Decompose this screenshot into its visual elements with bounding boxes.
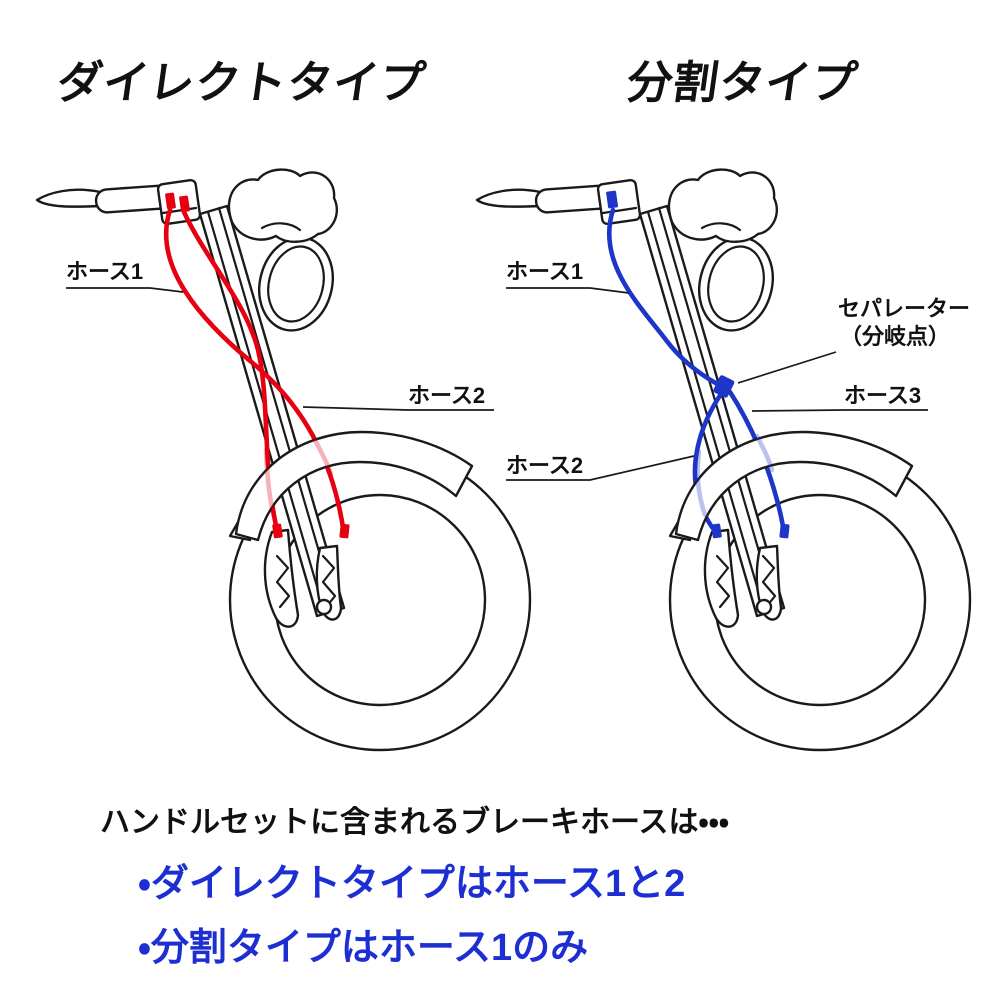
- caption-intro: ハンドルセットに含まれるブレーキホースは・・・: [100, 806, 730, 839]
- direct-hose-b-hidden: [263, 447, 277, 520]
- direct-hose-a-hidden: [310, 433, 334, 477]
- hose-fitting: [165, 192, 176, 210]
- direct-hose-a: [163, 207, 347, 537]
- label-split-hose1: ホース1: [506, 259, 583, 284]
- label-direct-hose1: ホース1: [66, 259, 143, 284]
- label-direct-hose2: ホース2: [408, 383, 485, 408]
- hose-fitting: [779, 523, 790, 539]
- label-split-hose2: ホース2: [506, 453, 583, 478]
- split-hose-1: [606, 207, 724, 389]
- direct-type-bike: [35, 168, 532, 752]
- separator-block: [713, 375, 735, 398]
- bullet-split-type: ・分割タイプはホース1のみ: [138, 927, 589, 969]
- bullet-direct-type: ・ダイレクトタイプはホース1と2: [138, 863, 686, 905]
- label-separator-line2: （分岐点）: [840, 324, 950, 349]
- leader-line: [751, 409, 928, 412]
- split-hoses: [606, 190, 787, 537]
- split-type-bike: [475, 168, 972, 752]
- hose-fitting: [339, 523, 350, 539]
- leader-line: [302, 406, 494, 411]
- split-hose-2-hidden: [695, 449, 708, 518]
- leader-line: [66, 287, 184, 293]
- label-split-hose3: ホース3: [844, 383, 921, 408]
- hose-fitting: [606, 190, 619, 209]
- leader-line: [506, 455, 695, 481]
- leader-line: [506, 287, 630, 294]
- hose-fitting: [711, 523, 722, 539]
- label-separator-line1: セパレーター: [838, 296, 970, 321]
- hose-fitting: [272, 523, 283, 539]
- split-hose-3-hidden: [754, 433, 775, 473]
- callouts: ホース1 ホース2 ホース1 セパレーター （分岐点） ホース3 ホース2: [66, 259, 970, 481]
- split-hose-3: [727, 389, 787, 537]
- leader-line: [737, 351, 837, 384]
- hose-fitting: [179, 195, 190, 213]
